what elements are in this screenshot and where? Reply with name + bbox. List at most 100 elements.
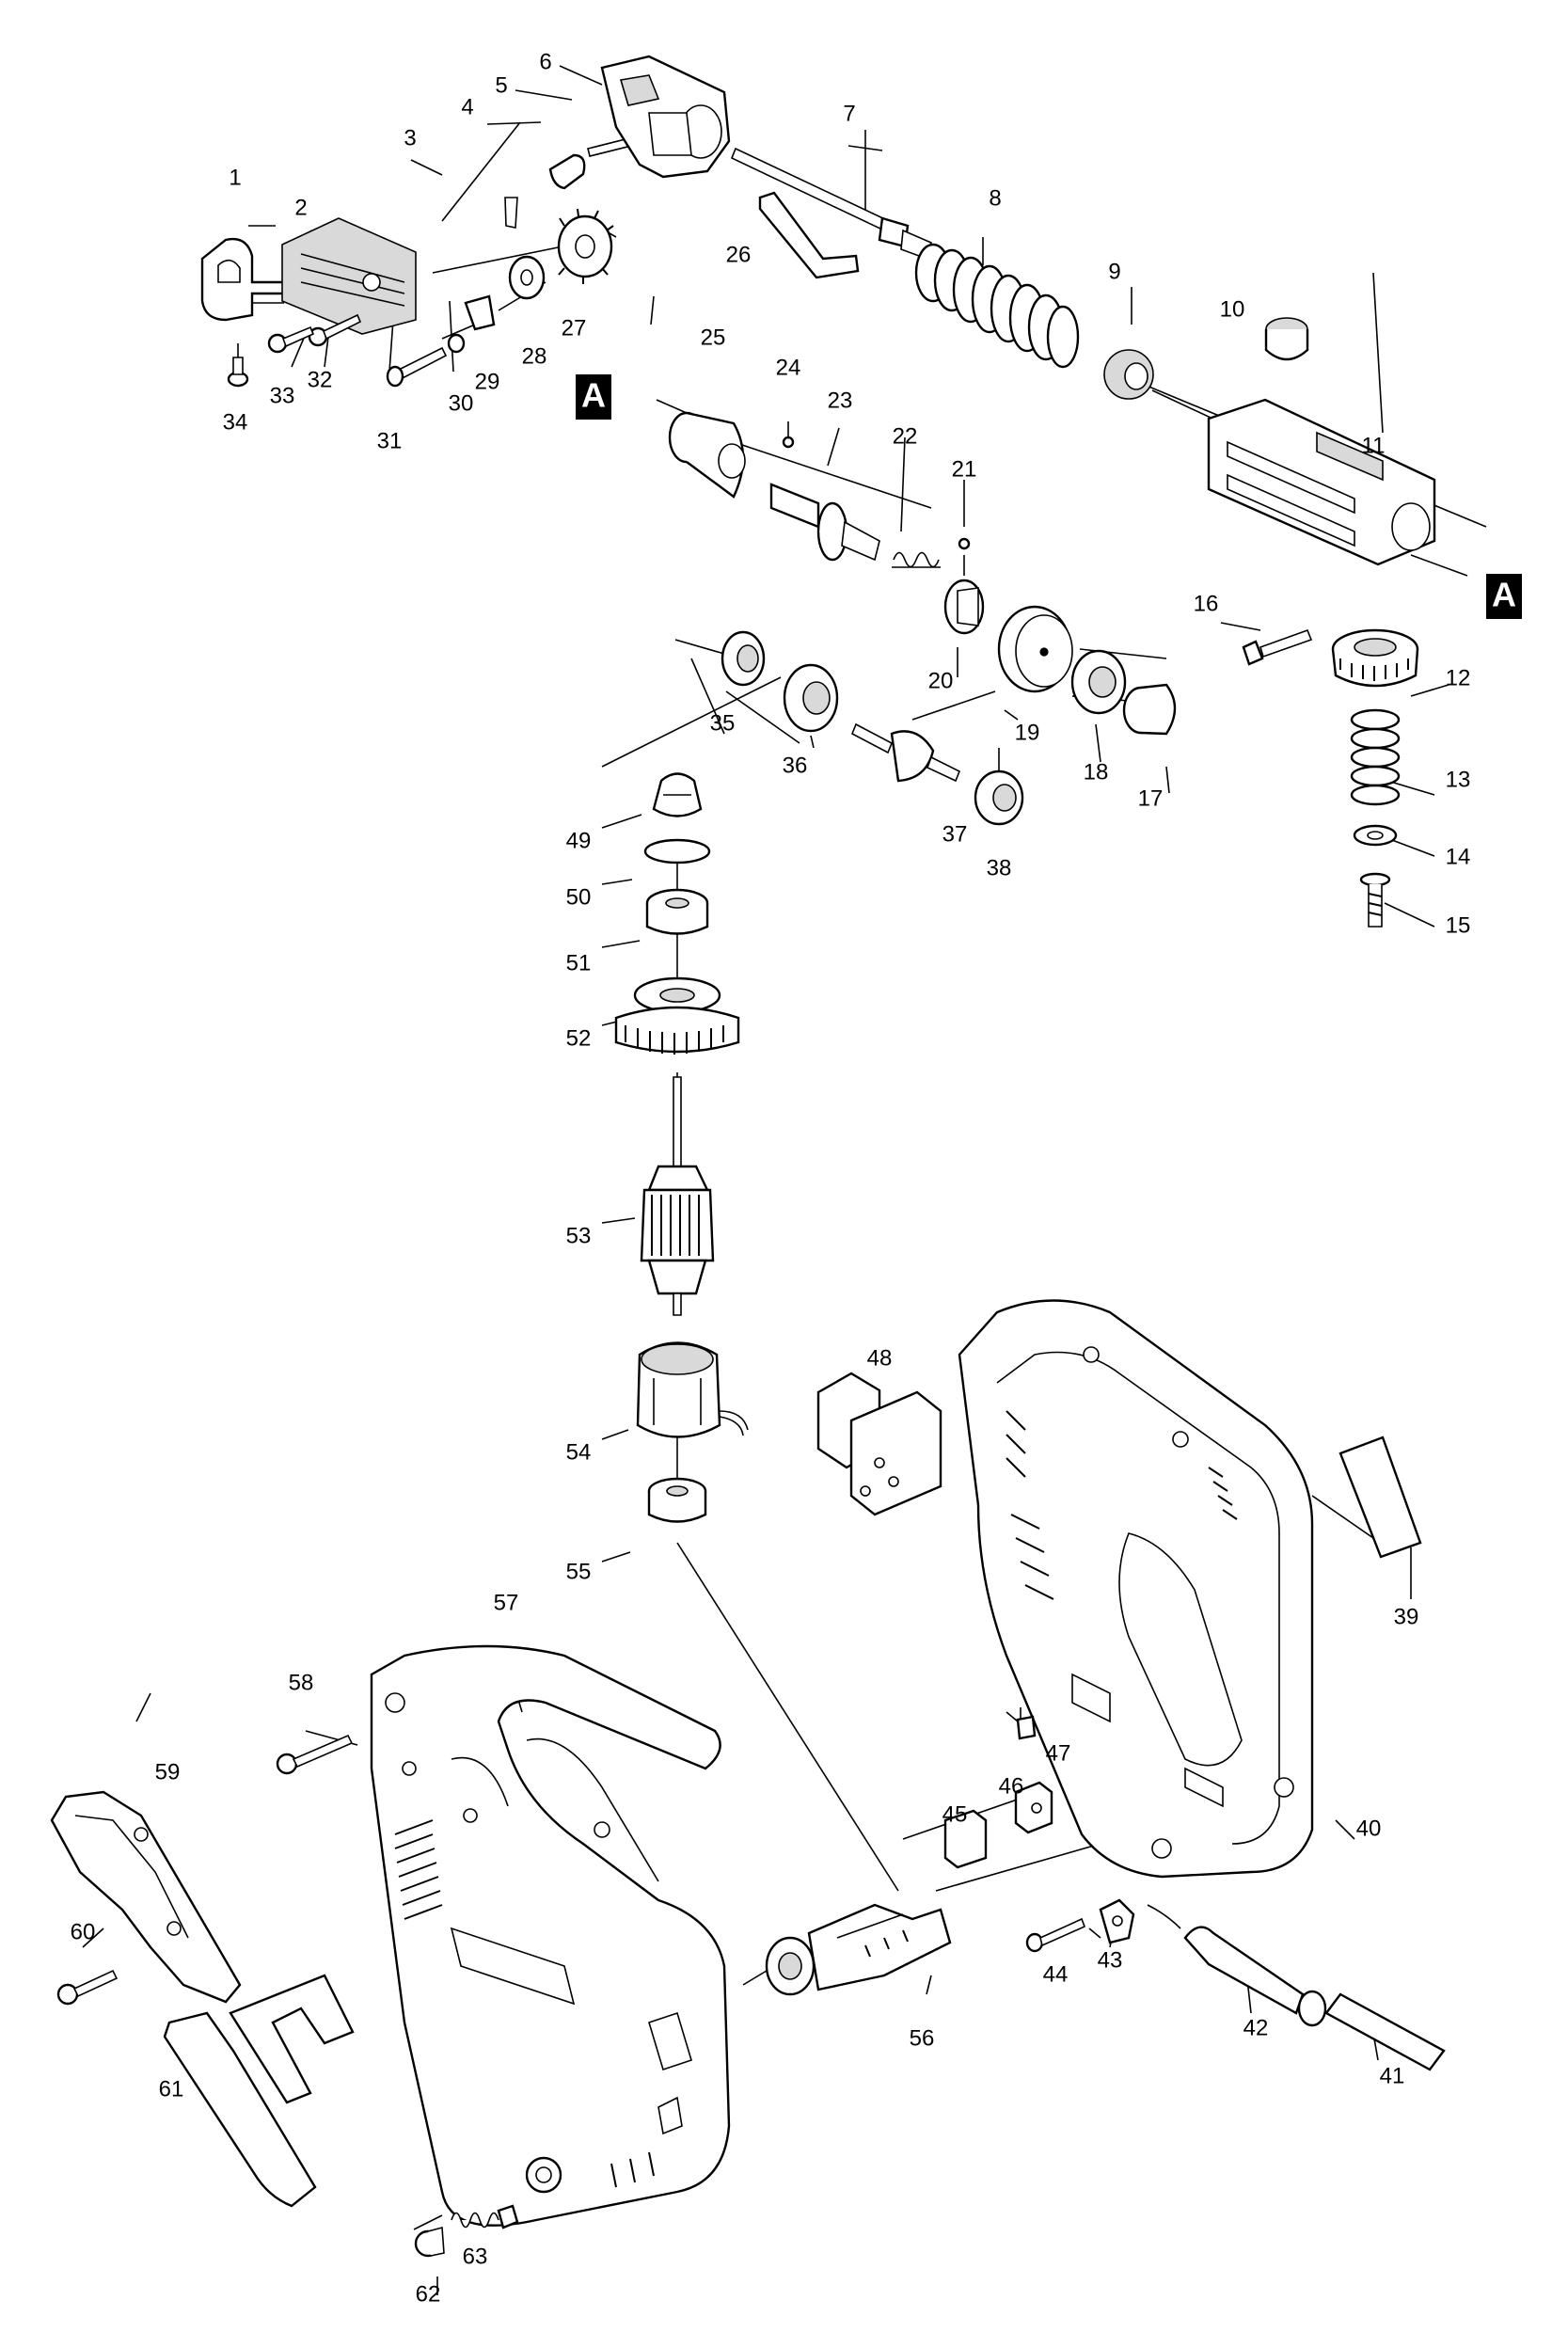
part-number-label: 19 — [1015, 720, 1040, 745]
part-62-shape — [414, 2226, 445, 2258]
part-number-label: 45 — [942, 1801, 968, 1827]
part-63-shape — [451, 2204, 519, 2229]
part-6-shape — [600, 55, 731, 179]
marker-a-right: A — [1486, 574, 1522, 619]
part-50-shape — [643, 838, 711, 865]
part-55-shape — [647, 1477, 707, 1523]
part-1-shape — [200, 237, 289, 322]
part-number-label: 51 — [566, 950, 592, 976]
part-number-label: 2 — [294, 195, 307, 220]
part-number-label: 35 — [710, 710, 736, 736]
part-49-shape — [652, 772, 703, 817]
marker-a-left: A — [576, 374, 611, 420]
part-number-label: 46 — [999, 1773, 1024, 1799]
part-number-label: 60 — [71, 1919, 96, 1944]
part-2-shape — [281, 217, 417, 335]
part-24-shape — [782, 436, 795, 449]
part-number-label: 62 — [416, 2281, 441, 2307]
part-36-shape — [783, 663, 839, 733]
part-14-shape — [1353, 824, 1398, 847]
part-number-label: 5 — [495, 72, 507, 98]
part-number-label: 15 — [1446, 912, 1471, 938]
part-number-label: 44 — [1043, 1961, 1069, 1987]
part-number-label: 27 — [562, 315, 587, 341]
part-number-label: 55 — [566, 1559, 592, 1584]
part-43-shape — [1099, 1898, 1135, 1944]
part-44-shape — [1025, 1917, 1086, 1953]
part-number-label: 24 — [776, 355, 801, 380]
part-54-shape — [636, 1341, 749, 1438]
part-18-shape — [1070, 649, 1127, 715]
part-number-label: 49 — [566, 828, 592, 853]
part-31-shape — [386, 346, 448, 388]
part-27-shape — [557, 208, 614, 284]
part-25-shape — [668, 411, 746, 499]
part-9-shape — [1103, 349, 1154, 400]
part-number-label: 28 — [522, 343, 547, 369]
part-16-shape — [1242, 628, 1313, 666]
part-number-label: 31 — [377, 428, 403, 453]
part-40-housing — [958, 1299, 1314, 1879]
part-35-shape — [721, 630, 766, 687]
part-52-shape — [614, 976, 740, 1055]
part-number-label: 22 — [893, 423, 918, 449]
part-5-shape — [587, 138, 628, 157]
part-22-shape — [892, 551, 941, 568]
part-number-label: 25 — [701, 325, 726, 350]
part-number-label: 61 — [159, 2076, 184, 2102]
part-number-label: 9 — [1108, 259, 1120, 284]
part-number-label: 40 — [1356, 1816, 1382, 1841]
part-59-shape — [50, 1790, 242, 2004]
part-number-label: 50 — [566, 884, 592, 910]
part-28-shape — [508, 255, 546, 300]
part-32-shape — [308, 313, 362, 347]
part-number-labels: 1 2 3 4 5 6 7 8 9 10 11 12 13 14 15 16 1… — [71, 49, 1471, 2307]
marker-a-right-label: A — [1492, 576, 1516, 614]
part-number-label: 4 — [461, 94, 473, 119]
part-number-label: 59 — [155, 1759, 181, 1785]
part-46-shape — [1014, 1781, 1053, 1834]
part-47-shape — [1006, 1711, 1037, 1740]
part-number-label: 53 — [566, 1223, 592, 1248]
part-number-label: 52 — [566, 1025, 592, 1051]
part-number-label: 48 — [867, 1345, 893, 1371]
part-19-shape — [997, 605, 1073, 693]
part-39-shape — [1338, 1436, 1422, 1559]
part-number-label: 38 — [987, 855, 1012, 880]
part-60-shape — [56, 1969, 119, 2006]
part-number-label: 6 — [539, 49, 551, 74]
part-number-label: 26 — [726, 242, 752, 267]
part-57-housing — [370, 1644, 731, 2227]
part-37-shape — [850, 722, 961, 783]
part-23-shape — [769, 483, 880, 562]
part-12-shape — [1331, 628, 1419, 688]
part-51-shape — [645, 888, 709, 935]
part-48-shape — [816, 1372, 942, 1516]
part-number-label: 29 — [475, 369, 500, 394]
part-3-shape — [504, 197, 518, 229]
part-number-label: 10 — [1220, 296, 1245, 322]
part-number-label: 33 — [270, 383, 295, 408]
part-45-shape — [943, 1809, 988, 1869]
part-number-label: 17 — [1138, 785, 1164, 811]
part-number-label: 34 — [223, 409, 248, 435]
part-20-shape — [943, 579, 985, 635]
part-38-shape — [974, 769, 1024, 826]
part-11-shape — [1207, 398, 1436, 566]
part-number-label: 21 — [952, 456, 977, 482]
part-17-shape — [1122, 683, 1177, 736]
part-number-label: 11 — [1362, 433, 1386, 458]
part-4-shape — [548, 153, 586, 190]
part-26-shape — [758, 191, 860, 279]
part-number-label: 32 — [308, 367, 333, 392]
part-53-shape — [640, 1076, 715, 1316]
part-21-shape — [958, 537, 971, 550]
part-number-label: 58 — [289, 1670, 314, 1695]
part-61-shape — [163, 1974, 355, 2208]
part-number-label: 39 — [1394, 1604, 1419, 1629]
part-34-shape — [227, 357, 249, 388]
part-30-shape — [447, 333, 466, 354]
part-58-shape — [276, 1734, 354, 1775]
